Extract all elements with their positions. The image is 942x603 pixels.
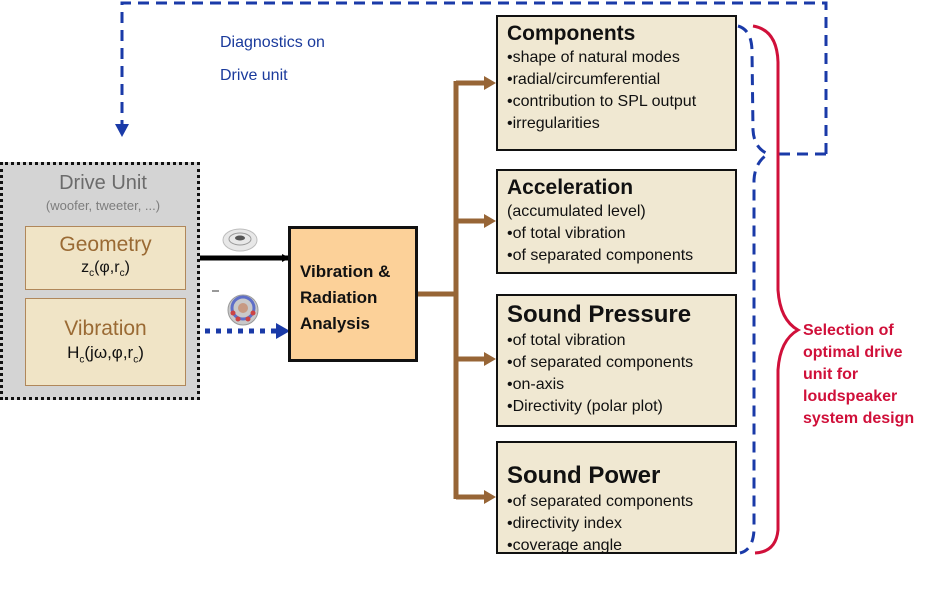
selection-line: system design (803, 410, 915, 427)
result-box-acceleration: Acceleration (accumulated level) •of tot… (496, 169, 737, 274)
selection-line: unit for (803, 366, 859, 383)
result-box-sound-power: Sound Power •of separated components •di… (496, 441, 737, 554)
selection-line: Selection of (803, 322, 894, 339)
geometry-box: Geometry zc(φ,rc) (25, 226, 186, 290)
vibration-title: Vibration (64, 317, 147, 340)
vibration-formula: Hc(jω,φ,rc) (26, 343, 185, 365)
result-item: •Directivity (polar plot) (507, 398, 663, 415)
geometry-formula-close: ) (124, 259, 130, 276)
speaker-cone-icon (222, 228, 258, 252)
result-item: •of separated components (507, 354, 694, 371)
result-title: Sound Pressure (507, 301, 692, 328)
vibration-mode-icon (227, 294, 259, 326)
red-brace (752, 24, 802, 555)
vibration-formula-sub2: c (133, 354, 139, 366)
analysis-line: Analysis (300, 314, 370, 333)
feedback-loop-line (120, 1, 828, 154)
vibration-formula-args: (jω,φ,r (84, 343, 134, 362)
drive-unit-subtitle: (woofer, tweeter, ...) (45, 198, 161, 213)
vibration-arrowhead (276, 323, 290, 339)
result-item: •coverage angle (507, 537, 623, 554)
result-item: •contribution to SPL output (507, 93, 697, 110)
geometry-formula-sub: c (89, 268, 95, 280)
result-item: •of total vibration (507, 225, 626, 242)
blue-brace (737, 24, 772, 555)
analysis-line: Radiation (300, 288, 378, 307)
diagnostics-label-line2: Drive unit (220, 67, 288, 84)
vibration-box: Vibration Hc(jω,φ,rc) (25, 298, 186, 386)
geometry-formula: zc(φ,rc) (26, 259, 185, 279)
result-item: •of total vibration (507, 332, 626, 349)
result-box-components: Components •shape of natural modes •radi… (496, 15, 737, 151)
geometry-title: Geometry (59, 233, 152, 256)
analysis-box: Vibration & Radiation Analysis (288, 226, 418, 362)
vibration-formula-sub: c (79, 354, 85, 366)
vibration-formula-close: ) (138, 343, 144, 362)
branch-sound-power-arrowhead (484, 490, 496, 504)
branch-components-arrowhead (484, 76, 496, 90)
result-item: •directivity index (507, 515, 622, 532)
result-title: Acceleration (507, 176, 634, 199)
selection-note: Selection of optimal drive unit for loud… (803, 320, 914, 430)
result-item: •radial/circumferential (507, 71, 661, 88)
geometry-formula-args: (φ,r (94, 259, 120, 276)
drive-unit-title: Drive Unit (59, 172, 147, 194)
diagnostics-label-line1: Diagnostics on (220, 34, 325, 51)
selection-line: loudspeaker (803, 388, 898, 405)
result-item: (accumulated level) (507, 203, 646, 220)
vibration-formula-var: H (67, 343, 80, 362)
geometry-formula-var: z (81, 259, 90, 276)
result-item: •on-axis (507, 376, 565, 393)
branch-sound-pressure-arrowhead (484, 352, 496, 366)
feedback-loop-down-arrow (115, 124, 129, 137)
result-box-sound-pressure: Sound Pressure •of total vibration •of s… (496, 294, 737, 427)
selection-line: optimal drive (803, 344, 903, 361)
result-item: •of separated components (507, 247, 694, 264)
result-title: Sound Power (507, 462, 661, 489)
result-item: •irregularities (507, 115, 600, 132)
analysis-line: Vibration & (300, 262, 391, 281)
result-title: Components (507, 22, 636, 45)
geometry-formula-sub2: c (119, 268, 125, 280)
result-item: •shape of natural modes (507, 49, 680, 66)
result-item: •of separated components (507, 493, 694, 510)
branch-acceleration-arrowhead (484, 214, 496, 228)
